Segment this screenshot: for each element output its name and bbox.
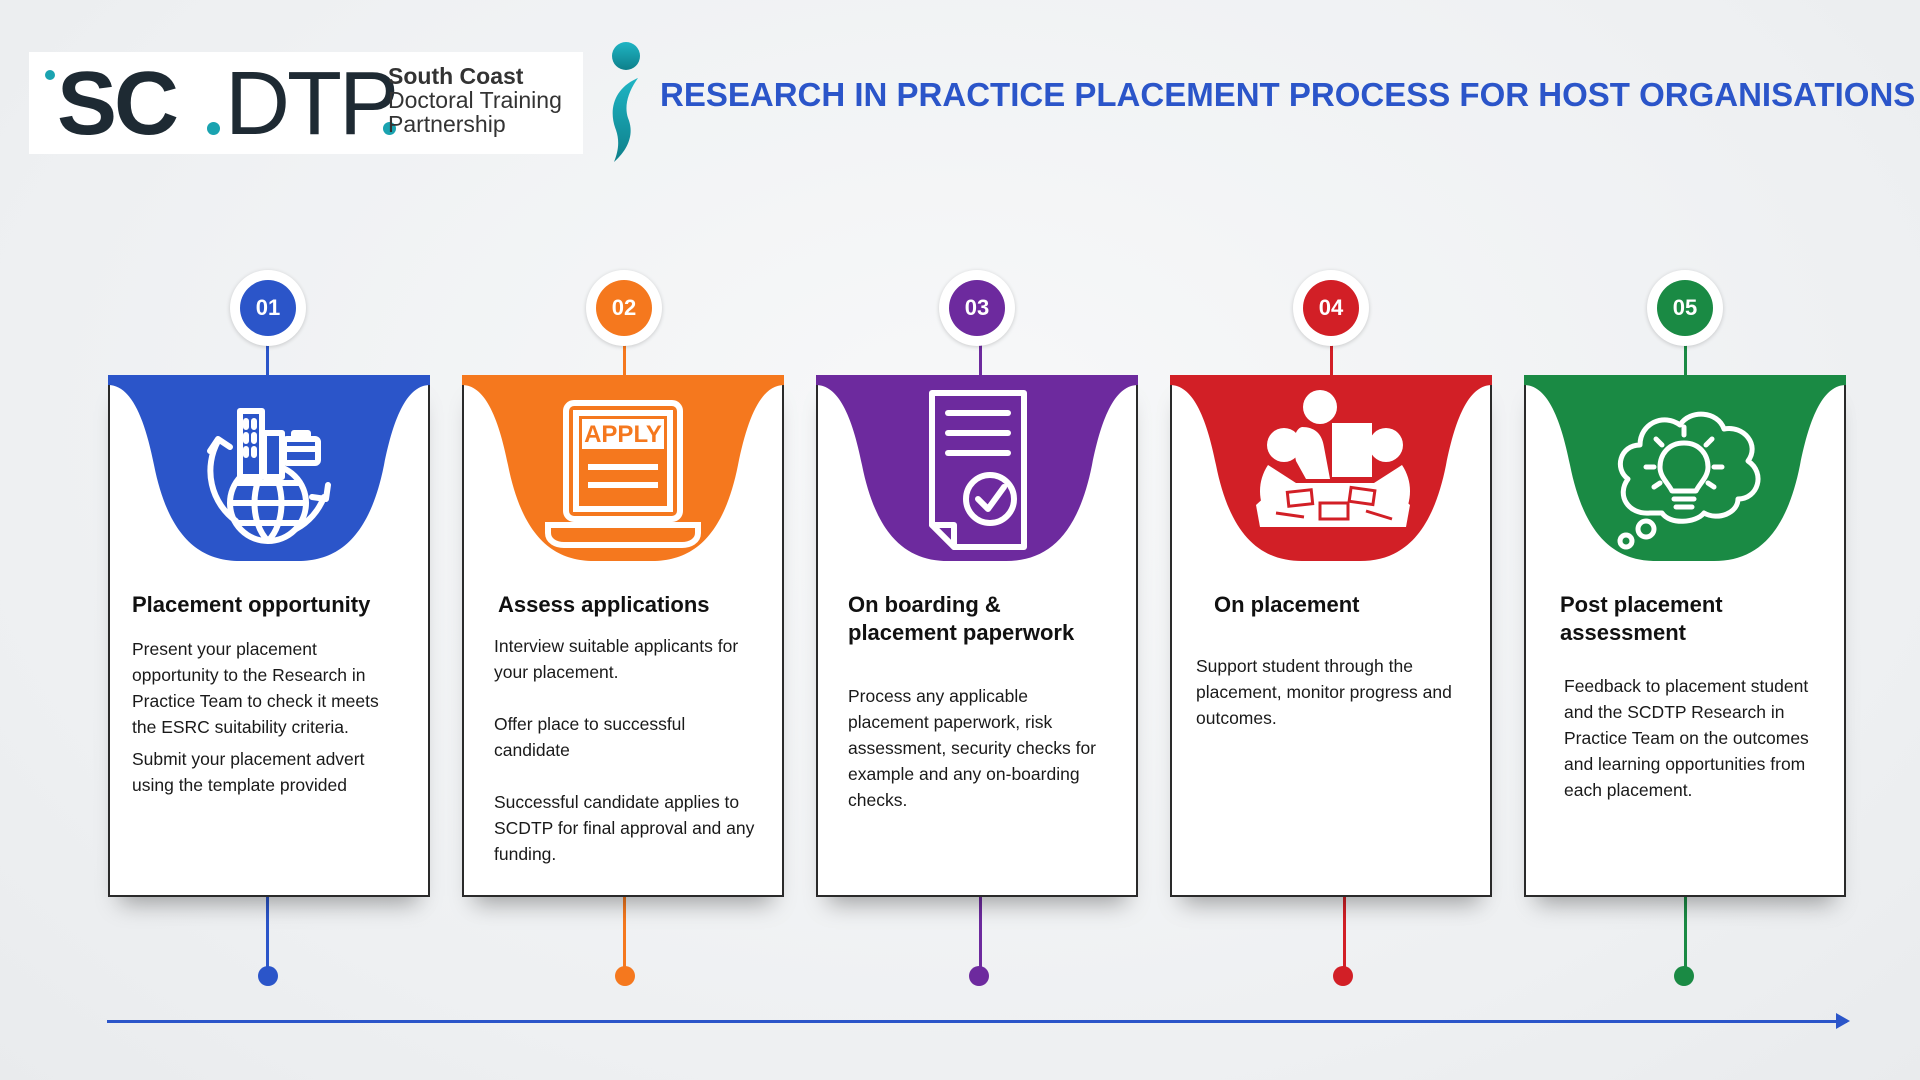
step-number: 04 bbox=[1303, 280, 1359, 336]
timeline-dot bbox=[615, 966, 635, 986]
connector-line bbox=[1684, 897, 1687, 967]
step-number: 01 bbox=[240, 280, 296, 336]
step-number-badge: 04 bbox=[1293, 270, 1369, 346]
global-business-icon bbox=[207, 408, 331, 544]
step-number-badge: 02 bbox=[586, 270, 662, 346]
timeline-arrow-icon bbox=[1836, 1013, 1850, 1029]
apply-label: APPLY bbox=[584, 421, 662, 448]
connector-line bbox=[623, 897, 626, 967]
step-paragraph: Interview suitable applicants for your p… bbox=[494, 636, 739, 682]
lightbulb-thought-icon bbox=[1617, 411, 1761, 550]
step-title: On placement bbox=[1214, 592, 1360, 617]
step-card: APPLY Assess applications Interview suit… bbox=[462, 375, 784, 897]
step-number-badge: 05 bbox=[1647, 270, 1723, 346]
logo-dot bbox=[383, 122, 396, 135]
logo-dot bbox=[207, 122, 220, 135]
timeline-dot bbox=[1674, 966, 1694, 986]
connector-line bbox=[1343, 897, 1346, 967]
logo-line-2: Doctoral Training bbox=[388, 87, 562, 113]
step-description: Support student through the placement, m… bbox=[1196, 653, 1466, 744]
document-check-icon bbox=[929, 390, 1027, 550]
step-card: Post placement assessment Feedback to pl… bbox=[1524, 375, 1846, 897]
step-number-badge: 03 bbox=[939, 270, 1015, 346]
step-title: On boarding & placement paperwork bbox=[848, 592, 1075, 645]
step-title: Assess applications bbox=[498, 592, 710, 617]
logo-dot bbox=[45, 70, 55, 80]
card-header-shape bbox=[816, 375, 1138, 561]
step-paragraph: Feedback to placement student and the SC… bbox=[1564, 676, 1809, 800]
step-paragraph: Present your placement opportunity to th… bbox=[132, 639, 379, 737]
step-description: Process any applicable placement paperwo… bbox=[848, 683, 1108, 826]
logo-line-1: South Coast bbox=[388, 63, 524, 89]
logo-tagline: South Coast Doctoral Training Partnershi… bbox=[388, 64, 562, 136]
step-paragraph: Successful candidate applies to SCDTP fo… bbox=[494, 792, 755, 864]
connector-line bbox=[266, 345, 269, 375]
step-number: 05 bbox=[1657, 280, 1713, 336]
step-description: Feedback to placement student and the SC… bbox=[1564, 673, 1814, 816]
card-header-shape bbox=[1170, 375, 1492, 561]
connector-line bbox=[266, 897, 269, 967]
logo-line-3: Partnership bbox=[388, 111, 506, 137]
scdtp-logo: SC DTP South Coast Doctoral Training Par… bbox=[29, 52, 583, 154]
step-number: 03 bbox=[949, 280, 1005, 336]
step-card: On boarding & placement paperwork Proces… bbox=[816, 375, 1138, 897]
step-description: Interview suitable applicants for your p… bbox=[494, 633, 764, 880]
card-header-shape bbox=[1524, 375, 1846, 561]
step-card: On placement Support student through the… bbox=[1170, 375, 1492, 897]
step-paragraph: Process any applicable placement paperwo… bbox=[848, 686, 1096, 810]
step-description: Present your placement opportunity to th… bbox=[132, 636, 402, 811]
logo-sc-text: SC bbox=[57, 54, 179, 154]
page-title: RESEARCH IN PRACTICE PLACEMENT PROCESS F… bbox=[660, 76, 1916, 113]
timeline-dot bbox=[1333, 966, 1353, 986]
step-number: 02 bbox=[596, 280, 652, 336]
timeline-line bbox=[107, 1020, 1847, 1023]
logo-dtp-text: DTP bbox=[225, 54, 399, 154]
step-title: Post placement assessment bbox=[1560, 592, 1723, 645]
step-paragraph: Submit your placement advert using the t… bbox=[132, 749, 365, 795]
apply-laptop-icon: APPLY bbox=[545, 400, 701, 548]
connector-line bbox=[1330, 345, 1333, 375]
abstract-figure-icon bbox=[612, 42, 640, 162]
connector-line bbox=[1684, 345, 1687, 375]
step-number-badge: 01 bbox=[230, 270, 306, 346]
step-paragraph: Support student through the placement, m… bbox=[1196, 656, 1452, 728]
connector-line bbox=[623, 345, 626, 375]
timeline-dot bbox=[969, 966, 989, 986]
step-paragraph: Offer place to successful candidate bbox=[494, 714, 686, 760]
connector-line bbox=[979, 897, 982, 967]
team-meeting-icon bbox=[1256, 390, 1410, 527]
step-title: Placement opportunity bbox=[132, 592, 371, 617]
timeline-dot bbox=[258, 966, 278, 986]
step-card: Placement opportunity Present your place… bbox=[108, 375, 430, 897]
connector-line bbox=[979, 345, 982, 375]
